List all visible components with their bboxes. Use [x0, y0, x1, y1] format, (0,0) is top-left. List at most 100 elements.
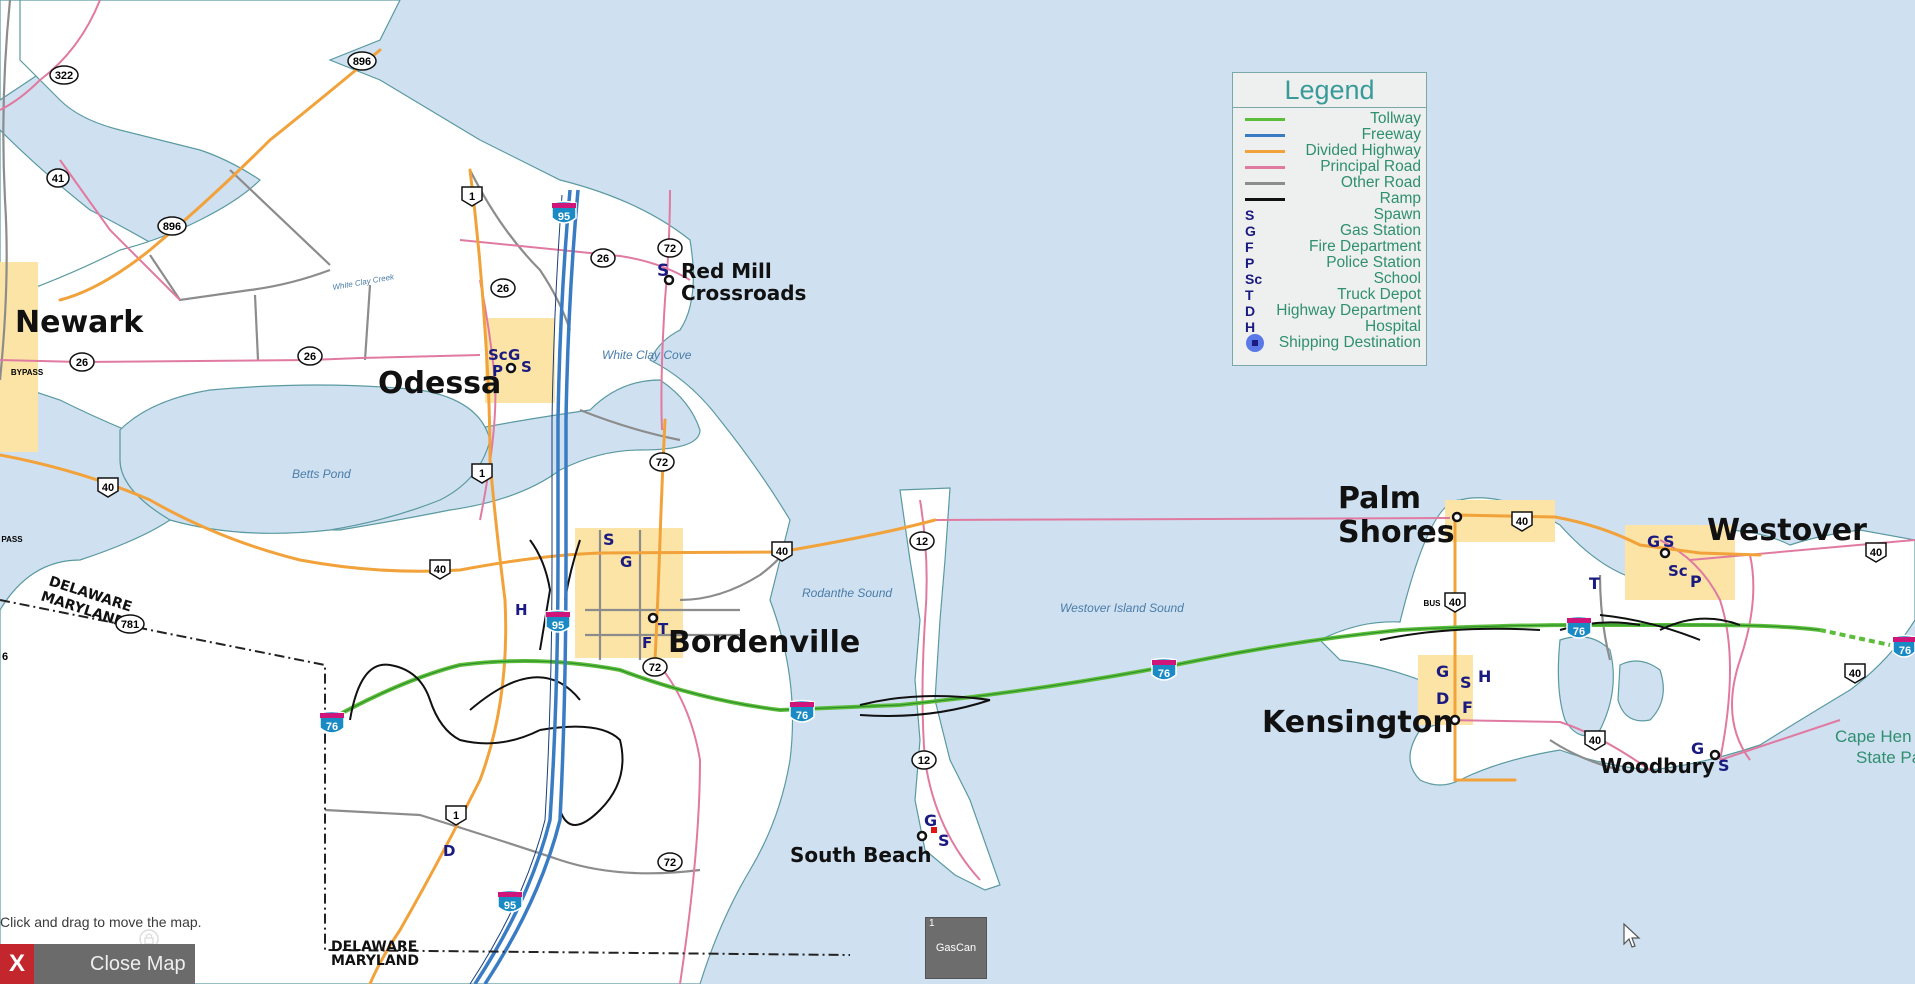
- legend-line: [1245, 182, 1285, 185]
- shipping-marker: [931, 827, 937, 833]
- interstate-shield-icon: 76: [789, 699, 815, 723]
- route-shield-icon: [657, 852, 683, 872]
- town-dots: [505, 274, 1721, 842]
- place-cape-hen-2: State Pa: [1856, 748, 1915, 767]
- legend-label: Highway Department: [1276, 302, 1421, 319]
- legend-code-text: D: [1245, 303, 1256, 319]
- other-roads: [0, 0, 1621, 875]
- poi-hospital: H: [515, 601, 528, 619]
- route-shield-icon: [157, 216, 187, 236]
- legend-code-text: S: [1245, 207, 1255, 223]
- legend-line: [1245, 166, 1285, 169]
- route-shield-icon: [1511, 511, 1533, 532]
- route-shield-icon: [490, 278, 516, 298]
- route-number-label: 26: [497, 283, 509, 295]
- route-shield-icon: [347, 51, 377, 71]
- state-line: [0, 599, 851, 956]
- legend-item: Principal Road: [1233, 159, 1426, 175]
- interstate-shield-icon: 76: [1566, 615, 1592, 639]
- route-number-label: 6: [2, 651, 8, 663]
- legend-label: Spawn: [1373, 206, 1421, 223]
- legend-item: Ramp: [1233, 191, 1426, 207]
- route-number-label: 26: [76, 357, 88, 369]
- route-number-label: 12: [918, 755, 930, 767]
- cargo-slot-count: 1: [929, 918, 935, 929]
- place-south-beach: South Beach: [790, 843, 932, 867]
- poi-spawn: S: [938, 831, 950, 850]
- legend-line-swatch: [1243, 191, 1285, 207]
- legend-label: Other Road: [1340, 174, 1421, 191]
- legend-label: School: [1373, 270, 1421, 287]
- route-number-label: 72: [656, 457, 668, 469]
- legend-label: Ramp: [1379, 190, 1421, 207]
- route-number-label: 40: [1449, 597, 1461, 609]
- drag-hint: Click and drag to move the map.: [0, 914, 202, 930]
- legend-item: Shipping Destination: [1233, 334, 1426, 352]
- legend-line: [1245, 118, 1285, 121]
- legend-line-swatch: [1243, 175, 1285, 191]
- legend-item: S Spawn: [1233, 206, 1426, 224]
- legend-label: Freeway: [1361, 126, 1421, 143]
- route-number-label: 72: [649, 662, 661, 674]
- legend-line: [1245, 198, 1285, 201]
- cargo-slot-gascan[interactable]: 1 GasCan: [925, 917, 987, 979]
- poi-fire-department: F: [642, 634, 652, 652]
- route-number-label: 1: [453, 810, 459, 822]
- route-shield-icon: [1444, 592, 1466, 613]
- water-rodanthe-sound: Rodanthe Sound: [802, 586, 892, 600]
- shipping-destination-dot: [1246, 334, 1264, 352]
- route-number-label: 40: [102, 482, 114, 494]
- state-label-md-2: MARYLAND: [331, 953, 419, 969]
- close-icon[interactable]: X: [0, 944, 34, 984]
- poi-gas-station: G: [1436, 662, 1449, 681]
- route-shield-icon: [46, 168, 70, 188]
- route-shield-icon: [297, 346, 323, 366]
- route-shield-icon: [1865, 542, 1887, 563]
- legend-code: H: [1243, 319, 1285, 335]
- place-bordenville: Bordenville: [668, 625, 860, 660]
- interstate-shield-icon: 76: [1151, 657, 1177, 681]
- water-westover-sound: Westover Island Sound: [1060, 601, 1184, 615]
- place-odessa: Odessa: [378, 366, 501, 401]
- route-number-label: 41: [52, 173, 64, 185]
- place-newark: Newark: [15, 305, 144, 340]
- route-shield-icon: [471, 463, 493, 484]
- route-shield-icon: [649, 452, 675, 472]
- poi-fire-department: F: [1462, 698, 1473, 717]
- route-shield-icon: [49, 65, 79, 85]
- cargo-slot-label: GasCan: [935, 942, 977, 954]
- route-number-label: BYPASS: [11, 368, 44, 377]
- route-number-label: 322: [55, 70, 73, 82]
- route-number-label: 40: [1849, 668, 1861, 680]
- route-number-label: 40: [1870, 547, 1882, 559]
- close-map-button[interactable]: X Close Map: [0, 944, 195, 984]
- legend-code-text: Sc: [1245, 271, 1263, 287]
- legend-code-text: T: [1245, 287, 1254, 303]
- legend-code: F: [1243, 239, 1285, 255]
- poi-truck-depot: T: [1589, 574, 1600, 593]
- route-number-label: 26: [304, 351, 316, 363]
- ramps: [349, 539, 1741, 826]
- legend-code: T: [1243, 287, 1285, 303]
- route-shield-icon: [1844, 663, 1866, 684]
- route-number-label: 76: [796, 710, 808, 722]
- legend-code: Sc: [1243, 271, 1285, 287]
- poi-spawn: S: [521, 358, 532, 376]
- legend-item: Freeway: [1233, 127, 1426, 143]
- route-number-label: 76: [326, 721, 338, 733]
- divided-highways: [0, 48, 1762, 984]
- shipping-destination-icon: [1243, 334, 1285, 352]
- legend-item: Tollway: [1233, 111, 1426, 127]
- poi-spawn: S: [1460, 673, 1472, 692]
- route-shield-icon: [911, 750, 937, 770]
- route-number-label: 95: [558, 211, 570, 223]
- route-shield-icon: [461, 186, 483, 207]
- poi-gas-station: G: [1691, 739, 1704, 758]
- route-number-label: 76: [1573, 626, 1585, 638]
- poi-spawn: S: [603, 530, 615, 549]
- poi-spawn: S: [657, 261, 669, 281]
